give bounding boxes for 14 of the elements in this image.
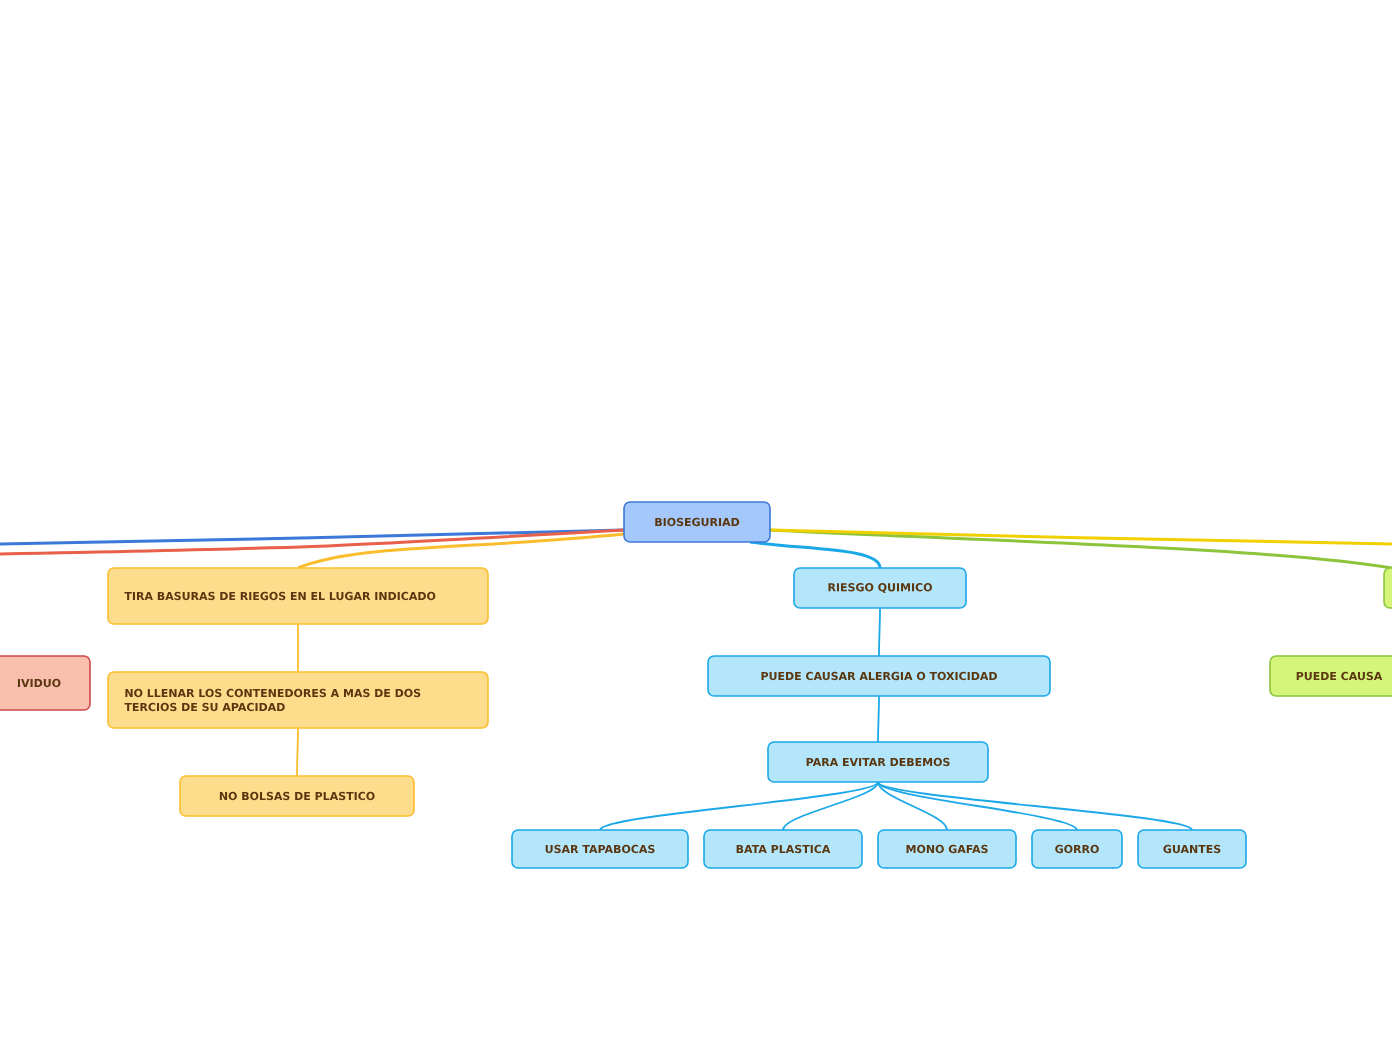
connector-line	[297, 532, 625, 570]
connector-line	[782, 781, 879, 831]
connector-line	[749, 540, 882, 569]
connector-line	[0, 528, 625, 556]
connector-line	[877, 695, 880, 743]
connector-line	[769, 528, 1392, 546]
connector-line	[877, 781, 1193, 831]
connector-line	[878, 607, 881, 657]
connector-line	[297, 623, 299, 673]
connector-line	[877, 781, 948, 831]
connector-line	[599, 781, 879, 831]
connector-line	[296, 727, 299, 777]
topic-box	[1383, 567, 1392, 609]
connector-line	[877, 781, 1078, 831]
